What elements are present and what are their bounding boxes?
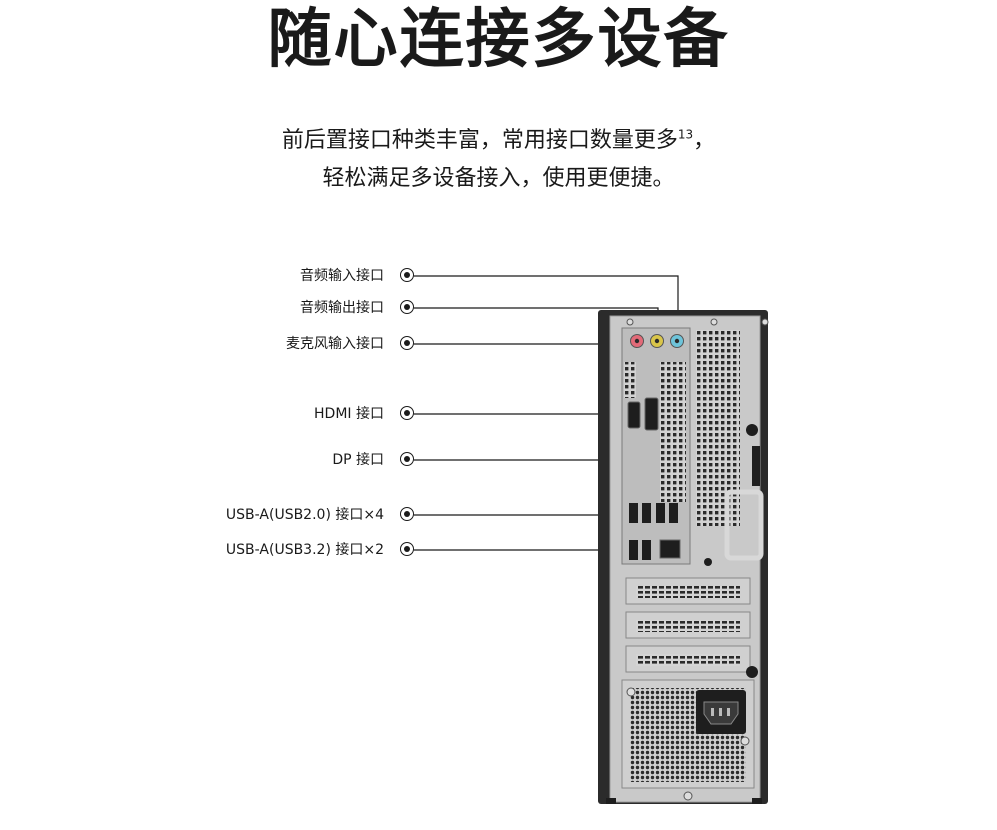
- port-row-dp: DP 接口: [0, 448, 414, 472]
- callout-dot-icon: [400, 542, 414, 556]
- port-row-audio-out: 音频输出接口: [0, 296, 414, 320]
- usb3-port: [642, 540, 651, 560]
- port-label-audio-out: 音频输出接口: [300, 300, 384, 316]
- usb2-port: [629, 503, 638, 523]
- usb3-port: [629, 540, 638, 560]
- port-label-usb2: USB-A(USB2.0) 接口×4: [225, 507, 384, 523]
- hdmi-port: [627, 401, 641, 429]
- port-label-usb3: USB-A(USB3.2) 接口×2: [225, 542, 384, 558]
- description-line-1-end: ，: [693, 128, 716, 153]
- port-row-usb3: USB-A(USB3.2) 接口×2: [0, 538, 414, 562]
- port-label-mic: 麦克风输入接口: [286, 336, 384, 352]
- callout-dot-icon: [400, 300, 414, 314]
- page-description: 前后置接口种类丰富，常用接口数量更多13， 轻松满足多设备接入，使用更便捷。: [0, 122, 997, 198]
- port-row-audio-in: 音频输入接口: [0, 264, 414, 288]
- page-title: 随心连接多设备: [267, 3, 730, 77]
- port-row-mic: 麦克风输入接口: [0, 332, 414, 356]
- callout-dot-icon: [400, 268, 414, 282]
- ethernet-port: [659, 539, 681, 559]
- port-row-usb2: USB-A(USB2.0) 接口×4: [0, 503, 414, 527]
- port-row-hdmi: HDMI 接口: [0, 402, 414, 426]
- description-line-2: 轻松满足多设备接入，使用更便捷。: [322, 166, 675, 191]
- footnote-marker: 13: [677, 127, 694, 142]
- description-line-1-text: 前后置接口种类丰富，常用接口数量更多: [281, 128, 678, 153]
- port-label-audio-in: 音频输入接口: [300, 268, 384, 284]
- callout-dot-icon: [400, 336, 414, 350]
- usb2-port: [642, 503, 651, 523]
- dp-port: [644, 397, 659, 431]
- description-line-1: 前后置接口种类丰富，常用接口数量更多13，: [0, 122, 997, 160]
- callout-dot-icon: [400, 452, 414, 466]
- usb2-port: [669, 503, 678, 523]
- port-label-hdmi: HDMI 接口: [314, 406, 384, 422]
- port-label-dp: DP 接口: [332, 452, 384, 468]
- usb2-port: [656, 503, 665, 523]
- callout-dot-icon: [400, 507, 414, 521]
- callout-dot-icon: [400, 406, 414, 420]
